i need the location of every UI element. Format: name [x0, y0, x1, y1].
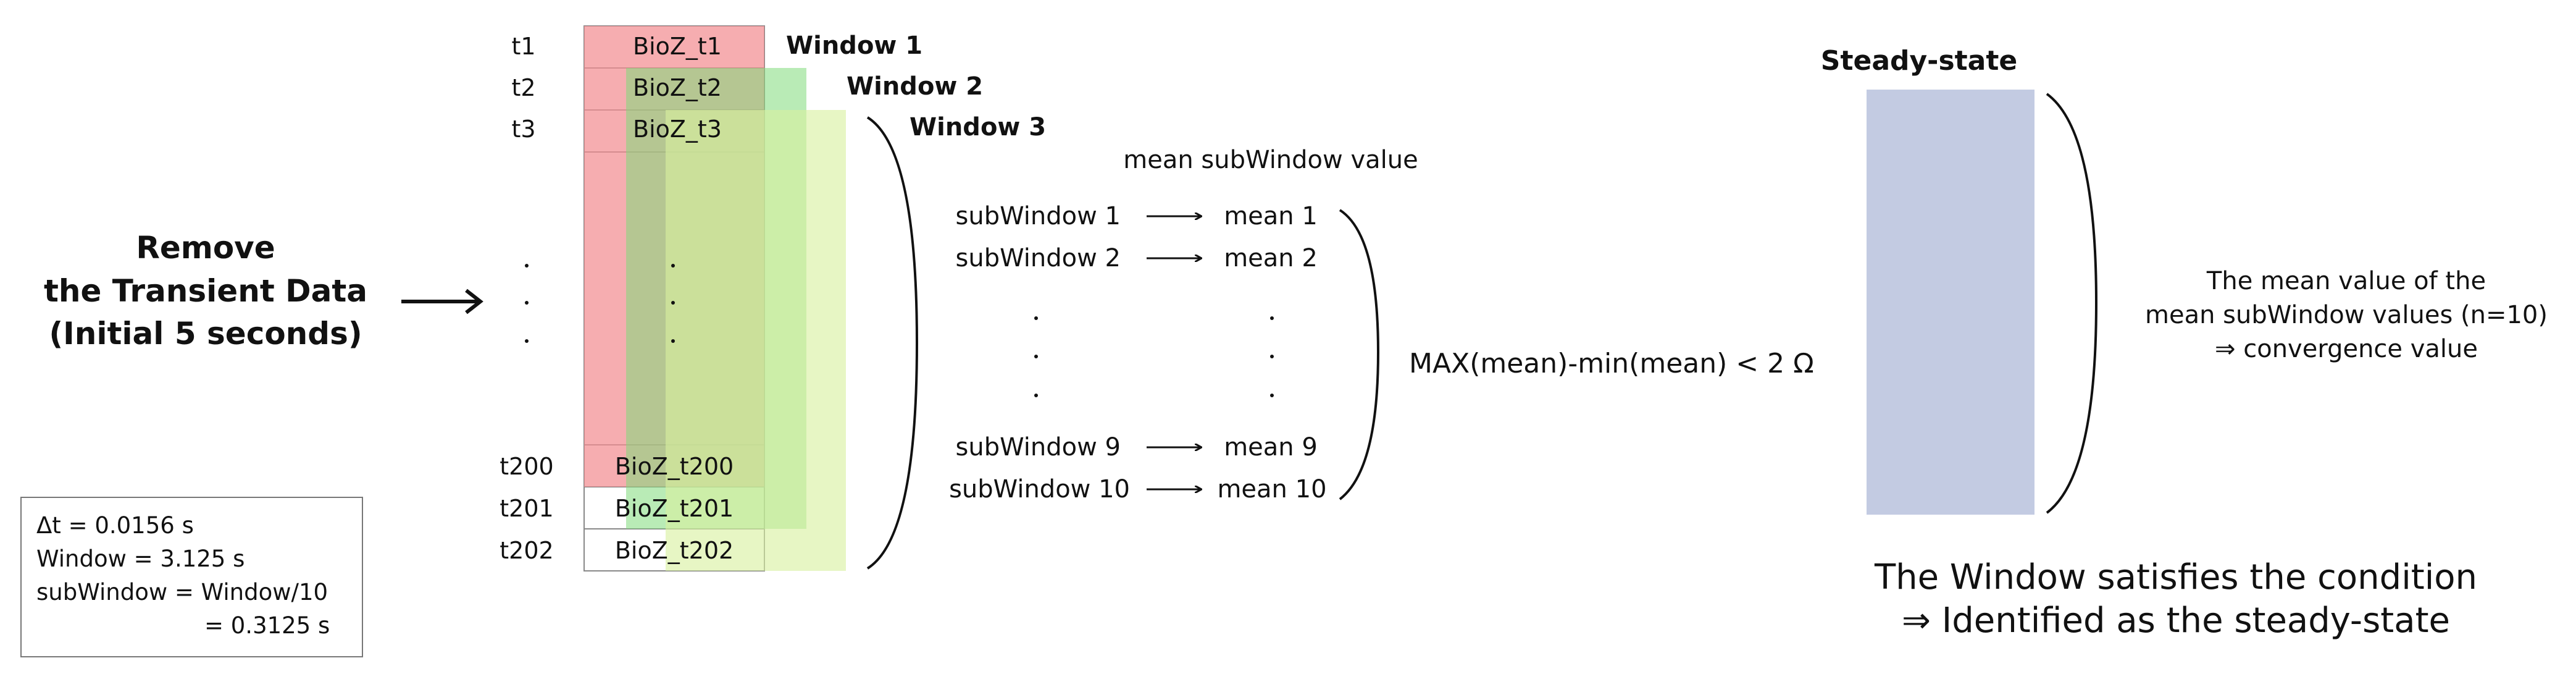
subwindow-2-label: subWindow 2 [956, 244, 1121, 272]
subwindow-1-label: subWindow 1 [956, 202, 1121, 230]
subwindow-2-mean: mean 2 [1224, 244, 1318, 272]
cell-bioz-t3: BioZ_t3 [633, 116, 722, 143]
convergence-note-line-2: mean subWindow values (n=10) [2145, 301, 2548, 329]
time-label-t202: t202 [500, 537, 553, 564]
conclusion-line-1: The Window satisfies the condition [1874, 557, 2477, 597]
steady-state-region [1867, 90, 2034, 515]
time-label-t3: t3 [511, 116, 535, 143]
time-label-t1: t1 [511, 33, 535, 60]
subwindow-10-label: subWindow 10 [949, 475, 1130, 504]
param-subwindow: subWindow = Window/10 [36, 579, 328, 605]
conclusion-line-2: ⇒ Identified as the steady-state [1902, 601, 2450, 641]
cell-bioz-t202: BioZ_t202 [615, 537, 734, 564]
time-label-t201: t201 [500, 495, 553, 522]
condition-text: MAX(mean)-min(mean) < 2 Ω [1409, 348, 1814, 379]
param-delta-t: Δt = 0.0156 s [36, 512, 194, 539]
means-bracket [1339, 209, 1380, 500]
subwindow-ellipsis [1034, 316, 1274, 397]
convergence-note-line-1: The mean value of the [2206, 267, 2486, 295]
caption-line-2: the Transient Data [44, 273, 367, 309]
cell-ellipsis [671, 264, 675, 343]
window-1-label: Window 1 [786, 32, 922, 60]
parameters-box: Δt = 0.0156 s Window = 3.125 s subWindow… [20, 497, 363, 657]
convergence-note-line-3: ⇒ convergence value [2215, 335, 2478, 363]
window-3-region [666, 110, 846, 571]
param-subwindow-value: = 0.3125 s [204, 612, 330, 639]
subwindow-1-mean: mean 1 [1224, 202, 1318, 230]
window-2-label: Window 2 [847, 72, 983, 101]
subwindow-9-label: subWindow 9 [956, 433, 1121, 462]
steady-state-bracket [2046, 93, 2098, 514]
window-3-bracket [866, 116, 919, 570]
param-window: Window = 3.125 s [36, 546, 245, 572]
steady-state-title: Steady-state [1821, 45, 2017, 77]
caption-line-3: (Initial 5 seconds) [49, 316, 362, 352]
subwindow-9-mean: mean 9 [1224, 433, 1318, 462]
mean-header: mean subWindow value [1123, 146, 1418, 174]
cell-bioz-t2: BioZ_t2 [633, 74, 722, 101]
time-ellipsis [525, 264, 529, 343]
time-label-t2: t2 [511, 74, 535, 101]
cell-bioz-t200: BioZ_t200 [615, 453, 734, 480]
window-3-label: Window 3 [910, 113, 1046, 141]
remove-transient-arrow [401, 289, 483, 314]
cell-bioz-t1: BioZ_t1 [633, 33, 722, 60]
time-label-t200: t200 [500, 453, 553, 480]
caption-line-1: Remove [136, 230, 275, 266]
subwindow-10-mean: mean 10 [1217, 475, 1326, 504]
cell-bioz-t201: BioZ_t201 [615, 495, 734, 522]
